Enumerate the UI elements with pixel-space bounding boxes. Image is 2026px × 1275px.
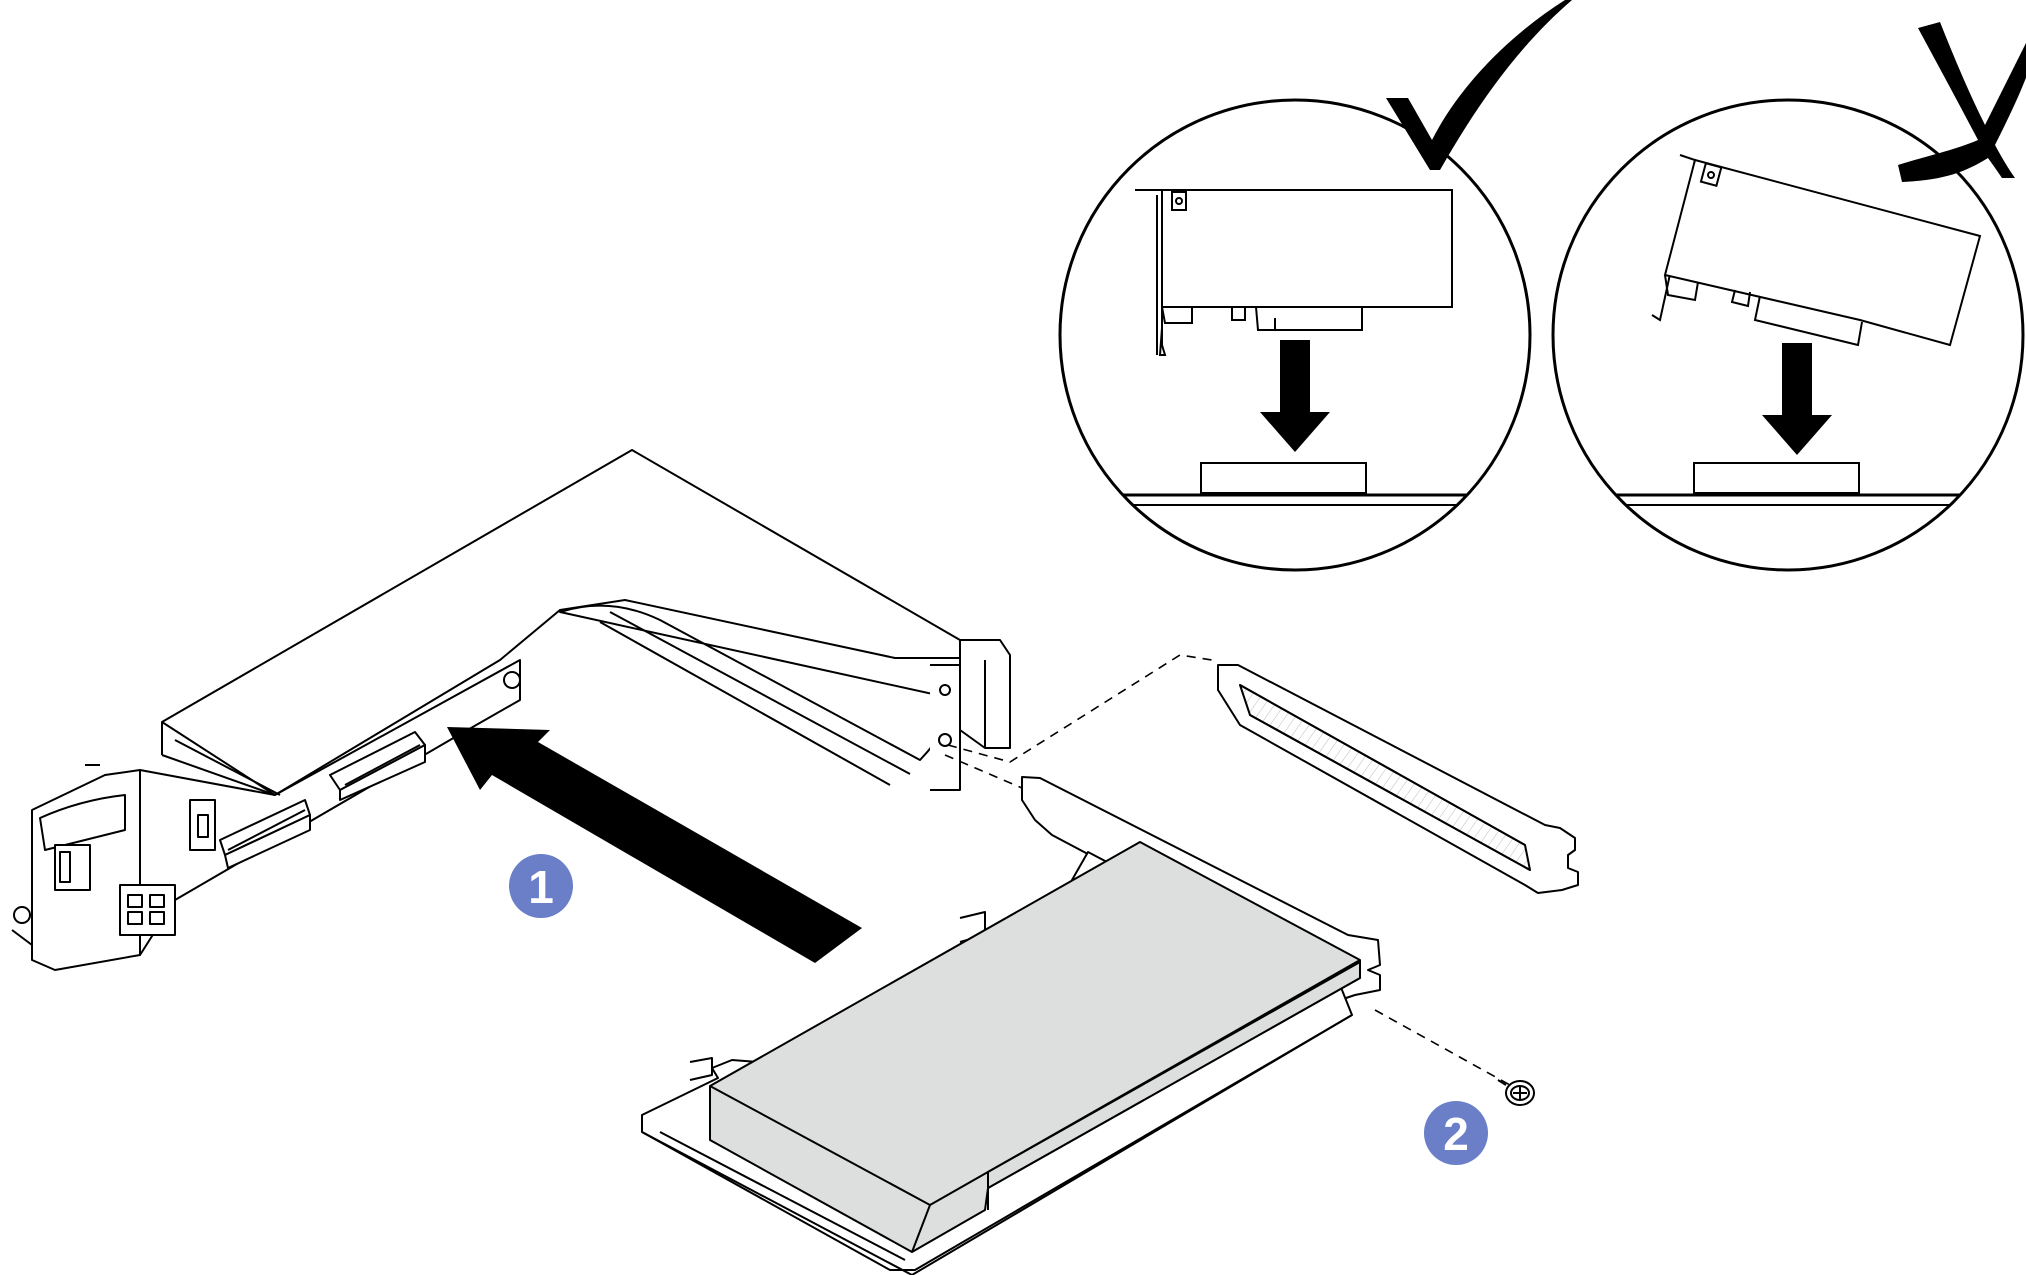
inset-incorrect-installation [1551,22,2026,572]
callout-label: 2 [1443,1108,1469,1160]
latch [54,799,216,891]
pcie-adapter [641,776,1381,1275]
pcie-slot-connector [329,731,426,801]
callout-label: 1 [528,861,554,913]
pcie-slot-connector [219,799,311,869]
inset-correct-installation [1058,0,1572,572]
riser-cage [11,449,1011,971]
power-connector [119,884,176,936]
callout-1: 1 [509,854,573,918]
check-icon [1386,0,1572,170]
alignment-guide-lines [944,654,1511,1086]
callout-2: 2 [1424,1101,1488,1165]
insertion-arrow [447,727,862,963]
screw-icon [1497,1079,1535,1106]
slot-filler-bracket [1217,664,1579,894]
down-arrow-icon [1260,340,1330,452]
cross-icon [1898,22,2026,182]
down-arrow-icon [1762,343,1832,455]
